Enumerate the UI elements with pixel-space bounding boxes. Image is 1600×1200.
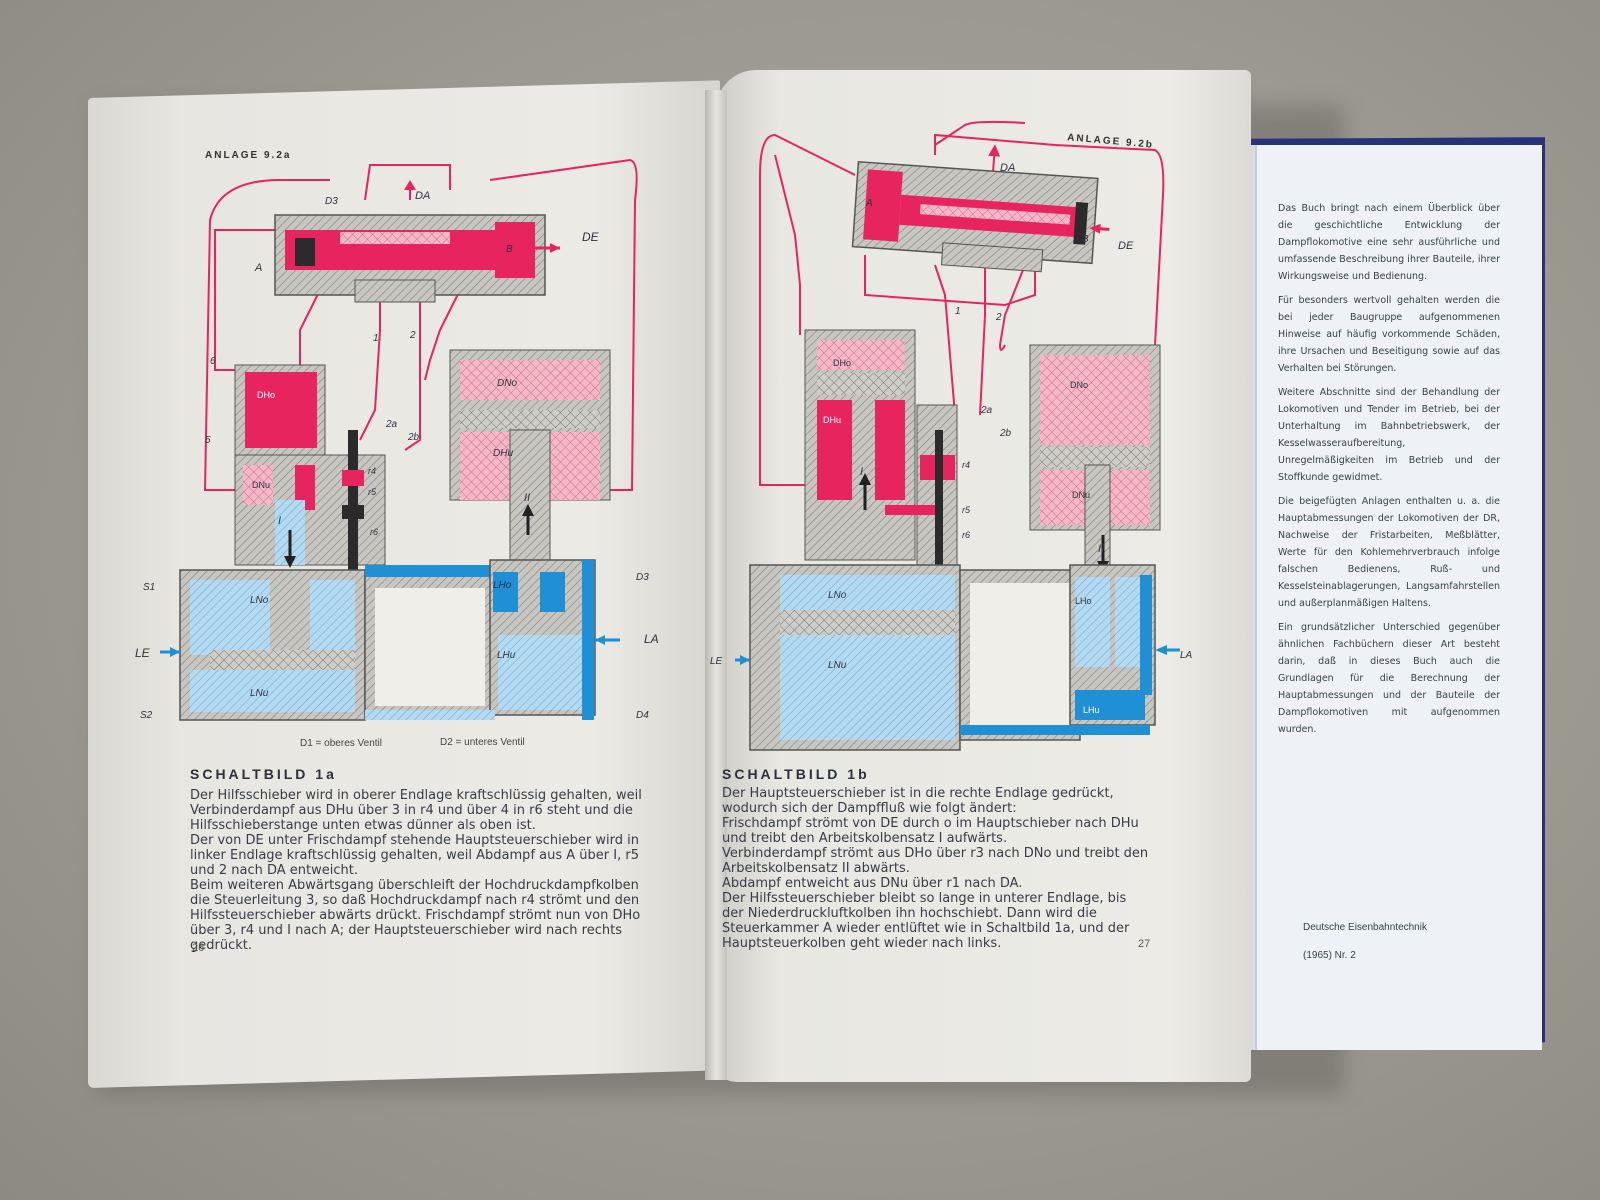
label-2: 2 <box>410 330 416 341</box>
jacket-blurb: Das Buch bringt nach einem Überblick übe… <box>1278 200 1500 745</box>
label-b: B <box>506 244 513 255</box>
label-dho-right: DHo <box>833 358 852 368</box>
label-lho: LHo <box>493 580 512 591</box>
label-le: LE <box>135 646 150 660</box>
label-la-right: LA <box>1180 650 1193 661</box>
label-dho: DHo <box>257 390 276 400</box>
schaltbild-title-right: SCHALTBILD 1b <box>722 766 870 782</box>
label-a-right: A <box>866 198 873 209</box>
label-dnu: DNu <box>252 480 271 490</box>
diagram-right <box>735 120 1180 751</box>
label-r4: r4 <box>368 466 377 476</box>
label-s1: S1 <box>143 582 156 593</box>
schaltbild-title-left: SCHALTBILD 1a <box>190 766 337 782</box>
label-da-right: DA <box>1000 162 1016 174</box>
page-number-right: 27 <box>1138 938 1151 950</box>
jacket-paragraph: Das Buch bringt nach einem Überblick übe… <box>1278 203 1500 282</box>
right-paragraph: Der Hilfssteuerschieber bleibt so lange … <box>722 891 1130 951</box>
label-1: 1 <box>373 333 379 344</box>
label-r4-right: r4 <box>962 460 971 470</box>
caption-d2: D2 = unteres Ventil <box>440 737 525 748</box>
label-lho-right: LHo <box>1075 596 1092 606</box>
right-paragraph: Abdampf entweicht aus DNu über r1 nach D… <box>722 876 1023 891</box>
jacket-source: Deutsche Eisenbahntechnik <box>1303 922 1427 933</box>
label-r5: r5 <box>368 487 377 497</box>
label-de: DE <box>582 230 599 244</box>
label-2b-right: 2b <box>1000 428 1012 439</box>
label-dno: DNo <box>497 378 518 389</box>
label-dnu-right: DNu <box>1072 490 1091 500</box>
label-la: LA <box>644 632 659 646</box>
book-gutter <box>705 90 727 1080</box>
label-roman-2: II <box>524 492 531 504</box>
label-roman-1-right: I <box>860 466 864 478</box>
page-number-left: 26 <box>192 942 205 954</box>
label-dno-right: DNo <box>1070 380 1089 390</box>
label-b-right: B <box>1082 234 1089 245</box>
label-s2: S2 <box>140 710 153 721</box>
label-r6: r6 <box>370 527 379 537</box>
label-roman-2-right: II <box>1098 543 1105 555</box>
label-r6-right: r6 <box>962 530 971 540</box>
label-2a: 2a <box>386 419 398 430</box>
label-2-right: 2 <box>996 312 1002 323</box>
right-paragraph: Der Hauptsteuerschieber ist in die recht… <box>722 786 1114 816</box>
caption-d1: D1 = oberes Ventil <box>300 738 382 749</box>
jacket-paragraph: Weitere Abschnitte sind der Behandlung d… <box>1278 387 1500 483</box>
label-a: A <box>255 262 263 274</box>
label-lhu: LHu <box>497 650 516 661</box>
label-lnu: LNu <box>250 688 269 699</box>
label-dhu-right: DHu <box>823 415 842 425</box>
label-r5-right: r5 <box>962 505 971 515</box>
label-lnu-right: LNu <box>828 660 847 671</box>
label-dhu: DHu <box>493 448 514 459</box>
label-roman-1: I <box>278 515 282 527</box>
left-paragraph: Der von DE unter Frischdampf stehende Ha… <box>190 833 640 878</box>
label-6: 6 <box>210 356 216 367</box>
label-lhu-right: LHu <box>1083 705 1100 715</box>
jacket-issue: (1965) Nr. 2 <box>1303 950 1356 961</box>
jacket-paragraph: Für besonders wertvoll gehalten werden d… <box>1278 295 1500 374</box>
label-5: 5 <box>205 435 211 446</box>
label-1-right: 1 <box>955 306 961 317</box>
right-page-text: Der Hauptsteuerschieber ist in die recht… <box>722 786 1152 951</box>
label-le-right: LE <box>710 656 723 667</box>
left-page-text: Der Hilfsschieber wird in oberer Endlage… <box>190 788 650 953</box>
label-da: DA <box>415 190 431 202</box>
label-de-right: DE <box>1118 240 1134 252</box>
jacket-paragraph: Ein grundsätzlicher Unterschied gegenübe… <box>1278 622 1500 735</box>
left-paragraph: Beim weiteren Abwärtsgang überschleift d… <box>190 878 641 953</box>
label-d3: D3 <box>636 572 649 583</box>
label-lno: LNo <box>250 595 269 606</box>
jacket-paragraph: Die beigefügten Anlagen enthalten u. a. … <box>1278 496 1500 609</box>
right-paragraph: Frischdampf strömt von DE durch o im Hau… <box>722 816 1139 846</box>
anlage-label-left: ANLAGE 9.2a <box>205 150 292 161</box>
label-2b: 2b <box>408 432 420 443</box>
label-d3-top: D3 <box>325 196 338 207</box>
label-d4: D4 <box>636 710 649 721</box>
dust-jacket-flap <box>1255 145 1542 1050</box>
label-2a-right: 2a <box>981 405 993 416</box>
label-lno-right: LNo <box>828 590 847 601</box>
left-paragraph: Der Hilfsschieber wird in oberer Endlage… <box>190 788 642 833</box>
diagram-left <box>160 158 638 721</box>
right-paragraph: Verbinderdampf strömt aus DHo über r3 na… <box>722 846 1149 876</box>
